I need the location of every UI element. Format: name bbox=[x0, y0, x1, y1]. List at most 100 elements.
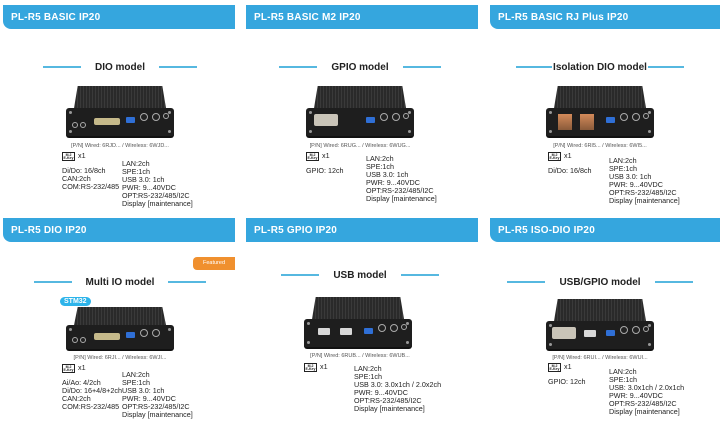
model-title-row: GPIO model bbox=[240, 60, 480, 74]
product-card-basic-ip20[interactable]: PL-R5 BASIC IP20 DIO model [P/N] Wired: … bbox=[0, 0, 240, 213]
product-image[interactable] bbox=[546, 299, 654, 351]
part-number: [P/N] Wired: 6RUB... / Wireless: 6WUB... bbox=[310, 353, 410, 359]
spec-item: OPT:RS-232/485/I2C bbox=[609, 188, 677, 197]
spec-item: PWR: 9...40VDC bbox=[609, 180, 663, 189]
spec-item: LAN:2ch bbox=[366, 154, 394, 163]
spec-item: PWR: 9...40VDC bbox=[122, 183, 176, 192]
divider-line bbox=[507, 281, 546, 283]
spec-item: PWR: 9...40VDC bbox=[609, 391, 663, 400]
spec-item: OPT:RS-232/485/I2C bbox=[609, 399, 677, 408]
product-card-basic-m2-ip20[interactable]: PL-R5 BASIC M2 IP20 GPIO model [P/N] Wir… bbox=[240, 0, 480, 213]
spec-item: CAN:2ch bbox=[62, 174, 91, 183]
spec-item: Display [maintenance] bbox=[122, 410, 193, 419]
product-card-iso-dio-ip20[interactable]: PL-R5 ISO-DIO IP20 USB/GPIO model [P/N] … bbox=[480, 213, 720, 426]
card-header[interactable]: PL-R5 DIO IP20 bbox=[3, 218, 235, 242]
part-number: [P/N] Wired: 6RI5... / Wireless: 6WI5... bbox=[553, 143, 647, 149]
model-title: DIO model bbox=[94, 61, 145, 73]
spec-item: GPIO: 12ch bbox=[306, 166, 344, 175]
spec-item: Di/Do: 16/8ch bbox=[62, 166, 106, 175]
product-card-basic-rj-plus-ip20[interactable]: PL-R5 BASIC RJ Plus IP20 Isolation DIO m… bbox=[480, 0, 720, 213]
spec-item: LAN:2ch bbox=[609, 367, 637, 376]
spec-item: USB 3.0: 1ch bbox=[366, 170, 409, 179]
spec-item: SPE:1ch bbox=[354, 372, 382, 381]
spec-item: PWR: 9...40VDC bbox=[354, 388, 408, 397]
spec-item: LAN:2ch bbox=[122, 159, 150, 168]
spec-item: Display [maintenance] bbox=[609, 196, 680, 205]
part-number: [P/N] Wired: 6RJD... / Wireless: 6WJD... bbox=[71, 143, 169, 149]
divider-line bbox=[33, 281, 72, 283]
spec-item: LAN:2ch bbox=[609, 156, 637, 165]
product-image[interactable] bbox=[66, 307, 174, 351]
spec-item: OPT:RS-232/485/I2C bbox=[354, 396, 422, 405]
product-card-dio-ip20[interactable]: PL-R5 DIO IP20 Featured Multi IO model S… bbox=[0, 213, 240, 426]
spec-item: Display [maintenance] bbox=[366, 194, 437, 203]
spec-item: Di/Do: 16/8ch bbox=[548, 166, 592, 175]
product-image[interactable] bbox=[66, 86, 174, 140]
spec-item: SPE:1ch bbox=[609, 164, 637, 173]
spec-item: LAN:2ch bbox=[122, 370, 150, 379]
divider-line bbox=[654, 281, 693, 283]
model-title-row: Multi IO model bbox=[0, 275, 240, 289]
divider-line bbox=[647, 66, 684, 68]
divider-line bbox=[168, 281, 207, 283]
card-header[interactable]: PL-R5 BASIC M2 IP20 bbox=[246, 5, 478, 29]
spec-list-right: LAN:2ch SPE:1ch USB 3.0: 3.0x1ch / 2.0x2… bbox=[354, 365, 441, 413]
featured-badge: Featured bbox=[193, 257, 235, 270]
product-image[interactable] bbox=[546, 86, 654, 140]
spec-item: USB: 3.0x1ch / 2.0x1ch bbox=[609, 383, 685, 392]
divider-line bbox=[400, 274, 439, 276]
spec-item: COM:RS-232/485 bbox=[62, 182, 120, 191]
spec-item: Display [maintenance] bbox=[609, 407, 680, 416]
card-header[interactable]: PL-R5 ISO-DIO IP20 bbox=[490, 218, 720, 242]
spec-item: PWR: 9...40VDC bbox=[122, 394, 176, 403]
spec-item: LAN:2ch bbox=[354, 364, 382, 373]
spec-list-right: LAN:2ch SPE:1ch USB 3.0: 1ch PWR: 9...40… bbox=[122, 371, 193, 419]
divider-line bbox=[279, 66, 318, 68]
part-number: [P/N] Wired: 6RJI... / Wireless: 6WJI... bbox=[73, 355, 167, 361]
spec-item: SPE:1ch bbox=[122, 167, 150, 176]
spec-item: SPE:1ch bbox=[609, 375, 637, 384]
spec-item: OPT:RS-232/485/I2C bbox=[122, 191, 190, 200]
part-number: [P/N] Wired: 6RUI... / Wireless: 6WUI... bbox=[552, 355, 648, 361]
divider-line bbox=[516, 66, 553, 68]
card-header[interactable]: PL-R5 BASIC IP20 bbox=[3, 5, 235, 29]
product-image[interactable] bbox=[304, 297, 412, 349]
spec-item: GPIO: 12ch bbox=[548, 377, 586, 386]
spec-item: SPE:1ch bbox=[366, 162, 394, 171]
model-title-row: DIO model bbox=[0, 60, 240, 74]
spec-list-right: LAN:2ch SPE:1ch USB: 3.0x1ch / 2.0x1ch P… bbox=[609, 368, 684, 416]
card-header[interactable]: PL-R5 GPIO IP20 bbox=[246, 218, 478, 242]
card-header[interactable]: PL-R5 BASIC RJ Plus IP20 bbox=[490, 5, 720, 29]
spec-item: CAN:2ch bbox=[62, 394, 91, 403]
spec-list-right: LAN:2ch SPE:1ch USB 3.0: 1ch PWR: 9...40… bbox=[366, 155, 437, 203]
spec-item: OPT:RS-232/485/I2C bbox=[122, 402, 190, 411]
model-title-row: Isolation DIO model bbox=[480, 60, 720, 74]
model-title: USB model bbox=[333, 269, 387, 281]
model-title: GPIO model bbox=[331, 61, 389, 73]
spec-item: SPE:1ch bbox=[122, 378, 150, 387]
spec-item: Ai/Ao: 4/2ch bbox=[62, 378, 101, 387]
spec-item: OPT:RS-232/485/I2C bbox=[366, 186, 434, 195]
spec-item: USB 3.0: 1ch bbox=[122, 386, 165, 395]
model-title-row: USB/GPIO model bbox=[480, 275, 720, 289]
divider-line bbox=[281, 274, 320, 276]
spec-item: Display [maintenance] bbox=[354, 404, 425, 413]
product-image[interactable] bbox=[306, 86, 414, 140]
divider-line bbox=[42, 66, 81, 68]
product-card-gpio-ip20[interactable]: PL-R5 GPIO IP20 USB model [P/N] Wired: 6… bbox=[240, 213, 480, 426]
spec-list-right: LAN:2ch SPE:1ch USB 3.0: 1ch PWR: 9...40… bbox=[122, 160, 193, 208]
spec-list-right: LAN:2ch SPE:1ch USB 3.0: 1ch PWR: 9...40… bbox=[609, 157, 680, 205]
spec-item: Display [maintenance] bbox=[122, 199, 193, 208]
spec-item: PWR: 9...40VDC bbox=[366, 178, 420, 187]
